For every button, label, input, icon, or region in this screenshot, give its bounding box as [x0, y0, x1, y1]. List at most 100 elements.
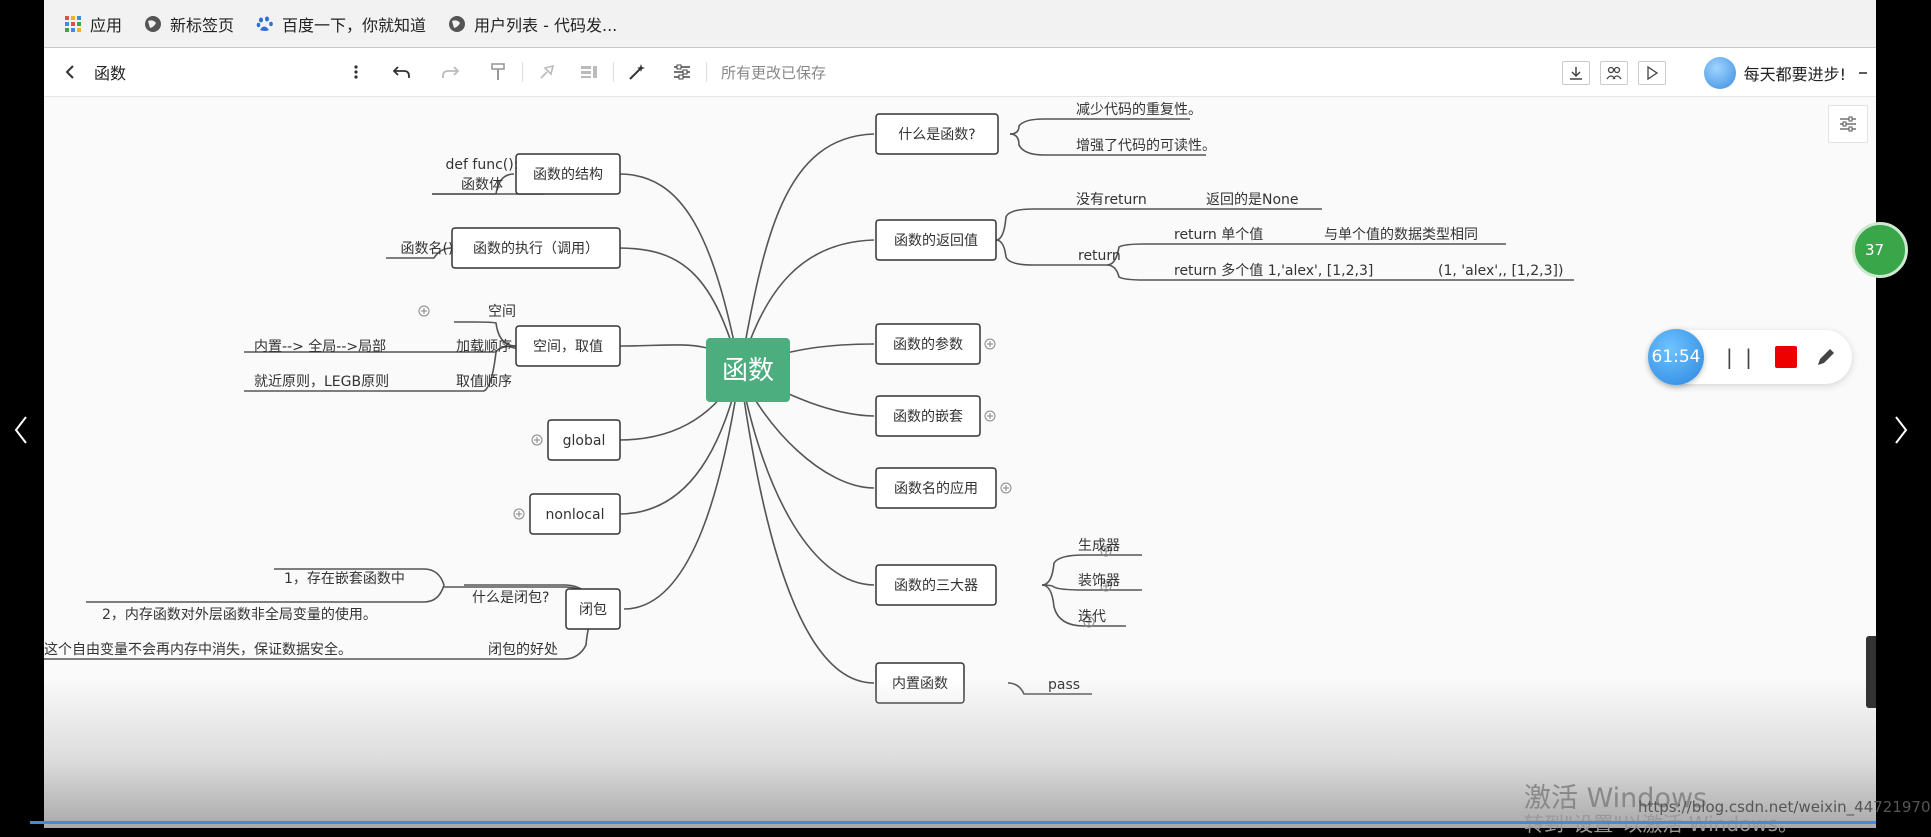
- document-title[interactable]: 函数: [94, 64, 127, 83]
- leaf-load-order-value: 内置--> 全局-->局部: [254, 338, 386, 355]
- bookmark-apps[interactable]: 应用: [64, 12, 122, 36]
- node-structure: [515, 153, 621, 195]
- progress-line: [30, 821, 1876, 824]
- apps-grid-icon: [64, 15, 82, 33]
- more-vertical-icon[interactable]: [342, 58, 370, 86]
- leaf-func-body: 函数体: [461, 177, 503, 193]
- node-name-use-label: 函数名的应用: [894, 480, 978, 497]
- green-badge[interactable]: 37: [1852, 222, 1908, 278]
- leaf-iterator: 迭代: [1078, 609, 1106, 625]
- share-people-icon: [1606, 66, 1622, 79]
- toolbar-right: 每天都要进步!: [1561, 48, 1876, 97]
- outline-icon[interactable]: [668, 58, 696, 86]
- node-what-label: 什么是函数?: [898, 127, 975, 143]
- download-icon: [1569, 66, 1582, 80]
- sliders-icon: [1840, 116, 1856, 132]
- node-three-label: 函数的三大器: [894, 578, 978, 594]
- node-return-label: 函数的返回值: [894, 233, 978, 249]
- node-global: [547, 419, 621, 461]
- node-call-label: 函数的执行（调用）: [473, 241, 599, 257]
- recording-widget: 61:54 | |: [1648, 329, 1852, 385]
- windows-activation-subtitle: 转到"设置"以激活 Windows。: [1524, 812, 1799, 836]
- stop-icon[interactable]: [1774, 346, 1797, 368]
- node-return: [875, 219, 997, 261]
- bookmark-label: 用户列表 - 代码发...: [474, 15, 618, 35]
- toolbar-divider: [706, 62, 707, 82]
- app-window: 应用 新标签页 百度一下，你就知道 用户列表 - 代码发... 函数: [30, 0, 1931, 836]
- leaf-return-single-result: 与单个值的数据类型相同: [1324, 227, 1478, 243]
- globe-icon: [144, 15, 162, 33]
- leaf-return-multi: return 多个值 1,'alex', [1,2,3]: [1174, 262, 1373, 279]
- windows-activation-title: 激活 Windows: [1524, 783, 1708, 814]
- root-node: [706, 338, 790, 402]
- node-nonlocal: [529, 493, 621, 535]
- leaf-closure-1: 1，存在嵌套函数中: [284, 571, 405, 587]
- node-space: [515, 325, 621, 367]
- leaf-closure-2: 2，内存函数对外层函数非全局变量的使用。: [102, 606, 377, 623]
- share-button[interactable]: [1599, 60, 1628, 85]
- node-nonlocal-label: nonlocal: [546, 507, 605, 523]
- layout-icon[interactable]: [575, 58, 603, 86]
- node-params: [875, 323, 981, 365]
- back-chevron-icon[interactable]: [56, 58, 84, 86]
- save-status: 所有更改已保存: [721, 63, 827, 82]
- editor-toolbar: 函数 所有更改已保存: [44, 48, 1876, 97]
- magic-wand-icon[interactable]: [624, 58, 652, 86]
- leaf-return: return: [1078, 248, 1121, 264]
- csdn-watermark: https://blog.csdn.net/weixin_44721970: [1638, 798, 1931, 816]
- leaf-closure-benefit-value: 这个自由变量不会再内存中消失，保证数据安全。: [44, 641, 352, 658]
- bookmark-label: 新标签页: [170, 15, 235, 35]
- bookmark-baidu[interactable]: 百度一下，你就知道: [256, 12, 426, 36]
- leaf-generator: 生成器: [1078, 538, 1120, 554]
- leaf-lookup-order-value: 就近原则，LEGB原则: [254, 374, 389, 390]
- leaf-space: 空间: [488, 304, 516, 320]
- node-closure-label: 闭包: [579, 602, 607, 618]
- mindmap-canvas[interactable]: 函数: [44, 97, 1876, 828]
- leaf-lookup-order: 取值顺序: [456, 374, 512, 390]
- toolbar-divider: [613, 62, 614, 82]
- leaf-return-none-result: 返回的是None: [1206, 192, 1299, 208]
- redo-icon[interactable]: [436, 58, 464, 86]
- node-closure: [565, 588, 621, 630]
- leaf-what-closure: 什么是闭包?: [472, 590, 549, 606]
- play-icon: [1646, 65, 1658, 80]
- leaf-load-order: 加载顺序: [456, 339, 512, 355]
- node-nest-label: 函数的嵌套: [893, 409, 963, 425]
- leaf-def-func: def func():: [446, 157, 519, 173]
- bookmark-new-tab[interactable]: 新标签页: [144, 12, 234, 36]
- toolbar-divider: [522, 62, 523, 82]
- baidu-paw-icon: [256, 15, 274, 33]
- leaf-what-1: 减少代码的重复性。: [1076, 101, 1202, 118]
- pen-icon[interactable]: [1815, 346, 1837, 368]
- leaf-return-none: 没有return: [1076, 192, 1147, 208]
- panel-settings-button[interactable]: [1828, 105, 1868, 143]
- node-name-use: [875, 467, 997, 509]
- present-button[interactable]: [1637, 60, 1666, 85]
- mindmap: 函数: [44, 101, 1574, 704]
- right-dock: [1866, 636, 1876, 708]
- pin-icon[interactable]: [533, 58, 561, 86]
- next-arrow-icon[interactable]: [1886, 410, 1916, 450]
- node-builtin-label: 内置函数: [892, 676, 948, 692]
- node-what: [875, 113, 999, 155]
- leaf-return-multi-result: (1, 'alex',, [1,2,3]): [1438, 263, 1563, 279]
- pause-icon[interactable]: | |: [1726, 345, 1755, 369]
- node-space-label: 空间，取值: [533, 339, 603, 355]
- undo-icon[interactable]: [388, 58, 416, 86]
- user-name[interactable]: 每天都要进步!: [1743, 64, 1846, 84]
- avatar[interactable]: [1703, 56, 1736, 89]
- node-global-label: global: [563, 433, 606, 449]
- download-button[interactable]: [1561, 60, 1590, 85]
- bookmark-user-list[interactable]: 用户列表 - 代码发...: [448, 12, 617, 36]
- root-label: 函数: [722, 356, 774, 386]
- leaf-decorator: 装饰器: [1078, 573, 1120, 589]
- caret-down-icon[interactable]: [1856, 59, 1870, 87]
- prev-arrow-icon[interactable]: [6, 410, 36, 450]
- format-painter-icon[interactable]: [484, 58, 512, 86]
- recording-timer: 61:54: [1648, 329, 1704, 385]
- node-call: [451, 227, 621, 269]
- leaf-what-2: 增强了代码的可读性。: [1076, 137, 1216, 154]
- bookmarks-bar: 应用 新标签页 百度一下，你就知道 用户列表 - 代码发...: [44, 0, 1876, 48]
- node-three: [875, 564, 997, 606]
- leaf-return-single: return 单个值: [1174, 227, 1263, 243]
